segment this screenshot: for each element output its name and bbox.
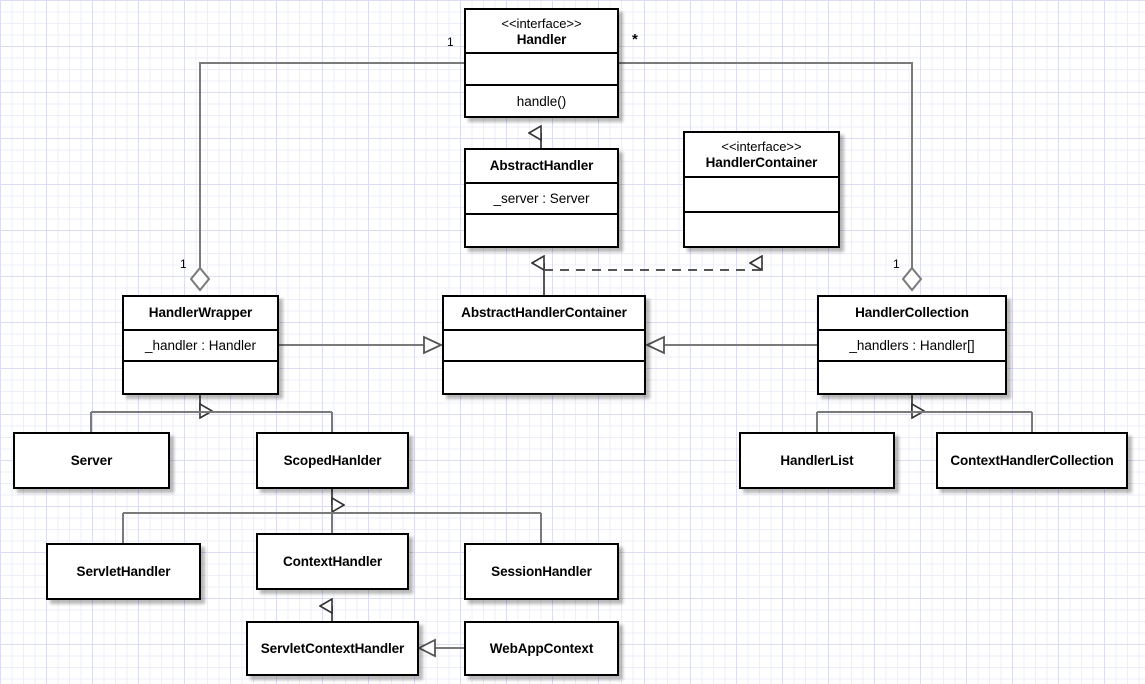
class-node-handlercollection[interactable]: HandlerCollection _handlers : Handler[] <box>817 295 1007 395</box>
class-node-contexthandler[interactable]: ContextHandler <box>256 533 409 590</box>
class-node-abstracthandler[interactable]: AbstractHandler _server : Server <box>464 148 619 248</box>
compartment-header: AbstractHandler <box>466 150 617 182</box>
compartment-header: HandlerList <box>741 434 893 487</box>
triangle-into-ahc-left <box>423 335 444 355</box>
multiplicity-handlerwrapper: 1 <box>180 257 187 271</box>
edge-tree-handlercollection-bus <box>816 411 1033 432</box>
multiplicity-handler-left: 1 <box>447 35 454 49</box>
compartment-header: SessionHandler <box>466 545 617 598</box>
compartment-header: ScopedHanlder <box>258 434 407 487</box>
aggregation-diamond-handlerwrapper <box>189 266 211 292</box>
compartment-operations <box>124 360 277 393</box>
multiplicity-handlercollection: 1 <box>893 257 900 271</box>
class-name: AbstractHandler <box>489 158 594 174</box>
class-node-scopedhandler[interactable]: ScopedHanlder <box>256 432 409 489</box>
compartment-header: <<interface>> HandlerContainer <box>685 133 838 176</box>
class-node-handlerwrapper[interactable]: HandlerWrapper _handler : Handler <box>122 295 279 395</box>
compartment-attributes <box>466 52 617 84</box>
compartment-header: WebAppContext <box>466 623 617 674</box>
class-stereotype: <<interface>> <box>501 15 582 31</box>
compartment-header: ContextHandlerCollection <box>938 434 1126 487</box>
compartment-attributes: _handler : Handler <box>124 328 277 361</box>
class-name: HandlerWrapper <box>148 305 253 321</box>
class-name: HandlerList <box>780 453 854 468</box>
compartment-header: AbstractHandlerContainer <box>444 297 644 329</box>
compartment-attributes: _server : Server <box>466 181 617 214</box>
compartment-operations <box>444 360 644 393</box>
class-name: Server <box>70 453 113 468</box>
class-operation: handle() <box>516 93 567 109</box>
class-name: ContextHandler <box>282 554 383 569</box>
class-name: WebAppContext <box>489 641 594 656</box>
class-node-webappcontext[interactable]: WebAppContext <box>464 621 619 676</box>
class-node-servletcontexthandler[interactable]: ServletContextHandler <box>246 621 419 676</box>
compartment-operations <box>819 360 1005 393</box>
class-node-server[interactable]: Server <box>13 432 170 489</box>
class-node-handlerlist[interactable]: HandlerList <box>739 432 895 489</box>
class-name: HandlerContainer <box>705 155 818 171</box>
compartment-operations <box>685 211 838 246</box>
compartment-header: HandlerWrapper <box>124 297 277 329</box>
compartment-attributes <box>685 176 838 211</box>
class-name: ContextHandlerCollection <box>950 453 1114 468</box>
compartment-header: ServletHandler <box>48 545 199 598</box>
class-name: Handler <box>516 31 567 47</box>
compartment-header: ServletContextHandler <box>248 623 417 674</box>
class-node-handler[interactable]: <<interface>> Handler handle() <box>464 8 619 118</box>
edge-ahc-handlercontainer-realization <box>544 263 763 271</box>
compartment-header: <<interface>> Handler <box>466 10 617 52</box>
class-name: ScopedHanlder <box>283 453 382 468</box>
class-attribute: _handlers : Handler[] <box>849 337 975 353</box>
compartment-attributes: _handlers : Handler[] <box>819 328 1005 361</box>
class-node-handlercontainer[interactable]: <<interface>> HandlerContainer <box>683 131 840 248</box>
class-stereotype: <<interface>> <box>721 139 802 155</box>
class-name: ServletContextHandler <box>260 641 405 656</box>
compartment-header: HandlerCollection <box>819 297 1005 329</box>
class-node-abstracthandlercontainer[interactable]: AbstractHandlerContainer <box>442 295 646 395</box>
class-node-sessionhandler[interactable]: SessionHandler <box>464 543 619 600</box>
class-attribute: _server : Server <box>493 190 590 206</box>
class-attribute: _handler : Handler <box>144 337 257 353</box>
compartment-operations <box>466 213 617 246</box>
multiplicity-handler-right: * <box>632 31 638 48</box>
class-name: HandlerCollection <box>855 305 969 321</box>
class-name: SessionHandler <box>491 564 592 579</box>
class-name: ServletHandler <box>76 564 171 579</box>
compartment-attributes <box>444 328 644 361</box>
class-node-contexthandlercollection[interactable]: ContextHandlerCollection <box>936 432 1128 489</box>
triangle-into-servletcontexthandler <box>416 638 436 658</box>
edge-handlerwrapper-handler <box>199 62 464 268</box>
edge-tree-handlerwrapper-bus <box>90 411 333 432</box>
class-name: AbstractHandlerContainer <box>461 305 627 321</box>
compartment-operations: handle() <box>466 84 617 116</box>
aggregation-diamond-handlercollection <box>901 266 923 292</box>
compartment-header: Server <box>15 434 168 487</box>
compartment-header: ContextHandler <box>258 535 407 588</box>
triangle-into-ahc-right <box>644 335 665 355</box>
class-node-servlethandler[interactable]: ServletHandler <box>46 543 201 600</box>
